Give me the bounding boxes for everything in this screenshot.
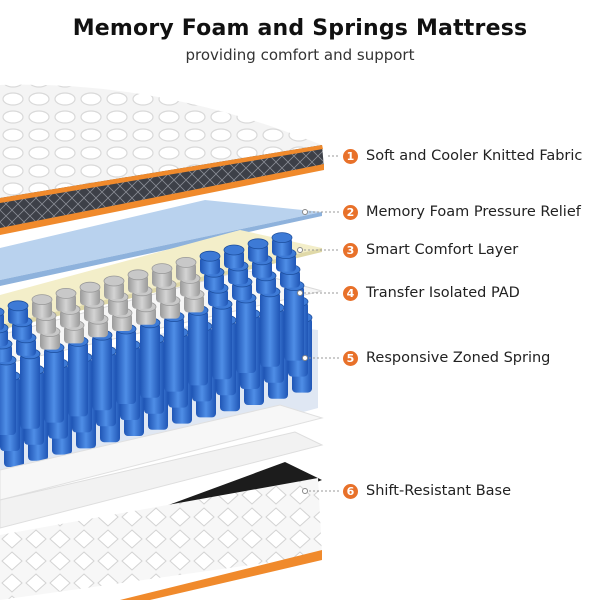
spring-coil	[163, 311, 185, 392]
label-layer-4: 4 Transfer Isolated PAD	[343, 283, 520, 303]
spring-coil	[67, 335, 89, 417]
label-layer-3: 3 Smart Comfort Layer	[343, 240, 518, 260]
page-subtitle: providing comfort and support	[185, 46, 415, 64]
spring-coil	[0, 354, 17, 435]
spring-coil	[43, 342, 65, 423]
spring-coil	[235, 292, 257, 373]
spring-coil	[247, 238, 269, 262]
spring-coil	[175, 256, 197, 281]
number-badge-4: 4	[343, 285, 358, 301]
leader-dots	[297, 209, 308, 494]
number-badge-2: 2	[343, 204, 358, 220]
spring-coil	[19, 348, 41, 429]
layer-4-label: Transfer Isolated PAD	[366, 285, 520, 301]
spring-coil	[199, 250, 221, 275]
spring-coil	[151, 263, 173, 287]
spring-coil	[91, 329, 113, 411]
spring-coil	[187, 304, 209, 386]
spring-bottom-pads	[0, 404, 324, 529]
label-layer-2: 2 Memory Foam Pressure Relief	[343, 202, 581, 222]
spring-coil	[259, 286, 281, 367]
spring-coil	[139, 317, 161, 398]
layer-1-label: Soft and Cooler Knitted Fabric	[366, 148, 583, 164]
label-layer-5: 5 Responsive Zoned Spring	[343, 348, 550, 368]
layer-5-zoned-springs	[0, 232, 318, 495]
spring-coil	[211, 298, 233, 380]
page-title: Memory Foam and Springs Mattress	[72, 16, 528, 41]
layer-6-label: Shift-Resistant Base	[366, 483, 512, 499]
spring-coil	[7, 300, 29, 324]
spring-coil	[31, 294, 53, 318]
label-layer-6: 6 Shift-Resistant Base	[343, 481, 511, 501]
spring-coil	[0, 322, 9, 346]
spring-coil	[115, 323, 137, 404]
leader-lines	[300, 155, 340, 492]
number-badge-5: 5	[343, 350, 358, 366]
spring-coil	[127, 269, 149, 293]
spring-coil	[103, 275, 125, 299]
spring-coil	[223, 244, 245, 268]
number-badge-3: 3	[343, 242, 358, 258]
layer-2-label: Memory Foam Pressure Relief	[366, 204, 581, 220]
spring-coil	[0, 307, 5, 330]
number-badge-1: 1	[343, 148, 358, 164]
layer-3-label: Smart Comfort Layer	[366, 242, 519, 258]
spring-coil	[79, 281, 101, 306]
layer-1-knitted-fabric	[0, 84, 324, 235]
number-badge-6: 6	[343, 483, 358, 499]
spring-coil	[271, 232, 293, 256]
layer-6-base	[0, 462, 322, 600]
label-layer-1: 1 Soft and Cooler Knitted Fabric	[343, 146, 582, 166]
layer-5-label: Responsive Zoned Spring	[366, 350, 551, 366]
spring-coil	[55, 287, 77, 312]
